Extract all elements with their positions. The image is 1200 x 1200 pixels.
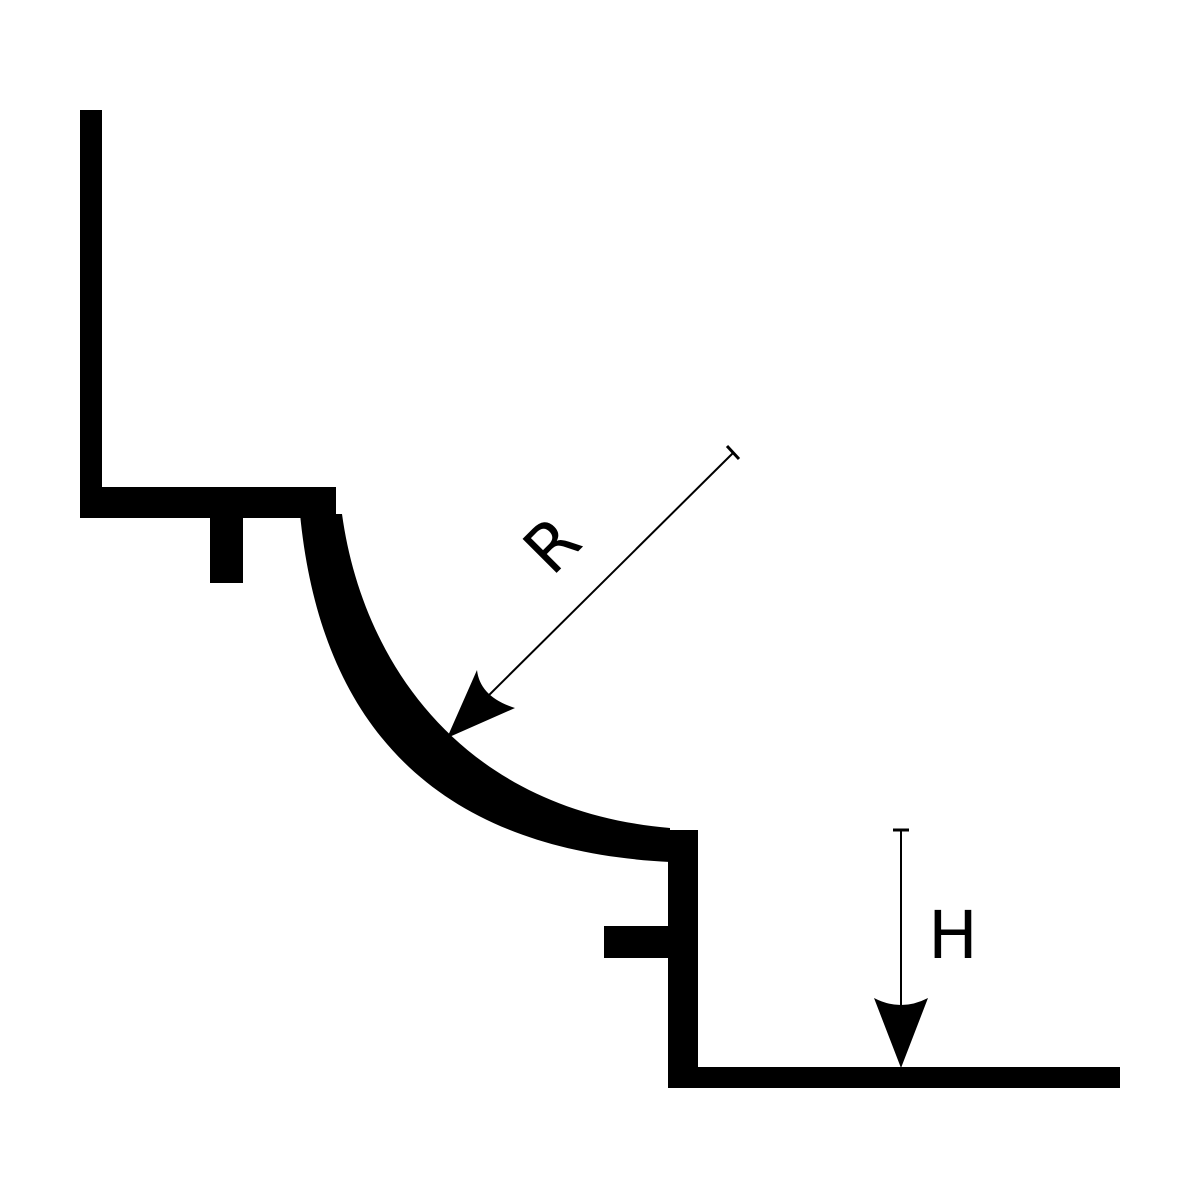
radius-dimension-line: [479, 451, 735, 705]
upper-vertical-wall: [80, 110, 102, 518]
concave-curve: [300, 514, 670, 862]
upper-tab: [210, 518, 243, 583]
lower-floor: [668, 1067, 1120, 1088]
height-dimension: H: [874, 828, 978, 1068]
radius-end-tick: [725, 444, 741, 461]
height-label: H: [928, 897, 978, 974]
lower-tab: [604, 926, 670, 958]
height-arrowhead: [874, 998, 928, 1068]
radius-arrowhead: [447, 670, 515, 738]
upper-ledge: [80, 487, 336, 518]
radius-dimension: R: [447, 444, 741, 738]
radius-label: R: [509, 502, 596, 589]
lower-vertical-riser: [668, 830, 698, 1088]
